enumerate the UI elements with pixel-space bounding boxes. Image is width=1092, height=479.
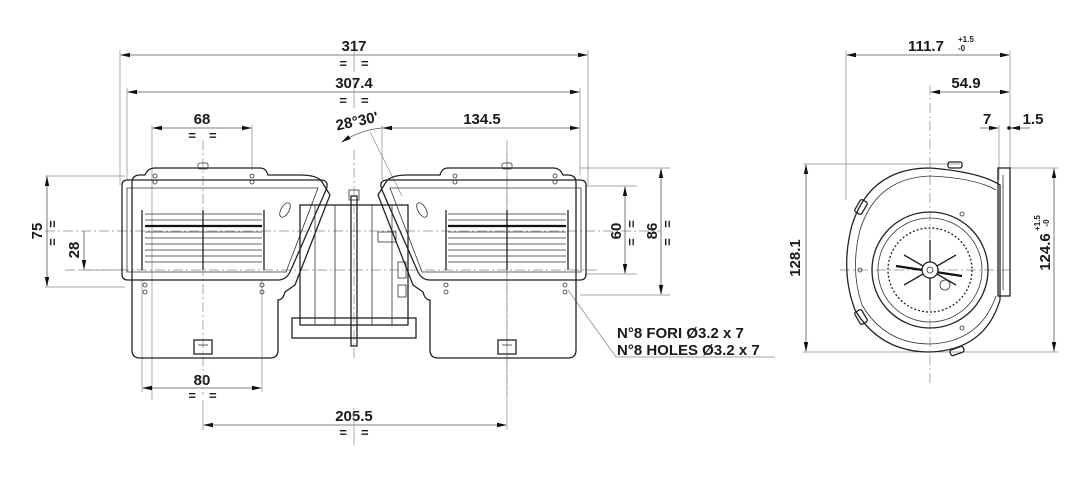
dim-flange: 7 1.5 bbox=[980, 111, 1043, 180]
dim-60-label: 60 bbox=[608, 223, 625, 240]
dim-angle: 28°30' bbox=[334, 109, 403, 197]
dim-28-label: 28 bbox=[66, 242, 83, 259]
dim-68-label: 68 bbox=[194, 111, 211, 128]
svg-text:=: = bbox=[45, 220, 60, 228]
svg-text:-0: -0 bbox=[1042, 219, 1051, 227]
svg-text:=: = bbox=[339, 425, 347, 440]
dim-75-label: 75 bbox=[29, 223, 46, 240]
right-fan-wheel bbox=[445, 210, 569, 270]
hole-note-it: N°8 FORI Ø3.2 x 7 bbox=[617, 325, 744, 342]
svg-text:=: = bbox=[361, 56, 369, 71]
svg-text:=: = bbox=[339, 56, 347, 71]
dim-80-label: 80 bbox=[194, 372, 211, 389]
dim-inlet-width: 68 = = bbox=[151, 111, 253, 400]
svg-text:=: = bbox=[209, 388, 217, 403]
dim-overall-width: 317 = = bbox=[119, 38, 589, 185]
dim-half-offset: 134.5 bbox=[381, 111, 580, 180]
right-fan-housing bbox=[377, 162, 587, 359]
dim-128-1-label: 128.1 bbox=[787, 239, 804, 277]
svg-text:=: = bbox=[361, 425, 369, 440]
dim-134-5-label: 134.5 bbox=[463, 111, 501, 128]
dim-124-6-label: 124.6 bbox=[1037, 233, 1054, 271]
dim-depth: 111.7 +1.5 -0 bbox=[845, 35, 1011, 200]
svg-text:+1.5: +1.5 bbox=[958, 35, 974, 44]
left-fan-wheel bbox=[141, 210, 265, 270]
dim-54-9-label: 54.9 bbox=[951, 75, 980, 92]
svg-text:+1.5: +1.5 bbox=[1033, 215, 1042, 231]
svg-text:=: = bbox=[188, 388, 196, 403]
svg-text:=: = bbox=[660, 238, 675, 246]
svg-text:=: = bbox=[188, 128, 196, 143]
blower-front-view bbox=[65, 140, 600, 395]
dim-outlet-heights: 60 = = 86 = = bbox=[580, 167, 675, 296]
dim-body-width: 307.4 = = bbox=[126, 75, 581, 180]
svg-text:=: = bbox=[209, 128, 217, 143]
dim-center-distance: 205.5 = = bbox=[202, 150, 508, 445]
dim-angle-label: 28°30' bbox=[334, 109, 380, 135]
motor bbox=[291, 189, 417, 347]
dim-outlet-height: 124.6 +1.5 -0 bbox=[960, 167, 1058, 353]
svg-text:=: = bbox=[660, 220, 675, 228]
svg-text:=: = bbox=[339, 93, 347, 108]
dim-86-label: 86 bbox=[644, 223, 661, 240]
dim-1-5-label: 1.5 bbox=[1023, 111, 1044, 128]
impeller-hub bbox=[895, 240, 963, 300]
dim-axis-offset: 54.9 bbox=[929, 75, 1010, 385]
svg-text:=: = bbox=[624, 220, 639, 228]
left-fan-housing bbox=[121, 162, 331, 359]
svg-text:-0: -0 bbox=[958, 44, 966, 53]
dim-7-label: 7 bbox=[983, 111, 991, 128]
blower-side-view bbox=[840, 161, 1011, 357]
dim-111-7-label: 111.7 bbox=[908, 38, 944, 55]
hole-note: N°8 FORI Ø3.2 x 7 N°8 HOLES Ø3.2 x 7 bbox=[567, 289, 775, 359]
dim-bottom-width: 80 = = bbox=[141, 280, 263, 403]
svg-text:=: = bbox=[361, 93, 369, 108]
dim-overall-height: 128.1 bbox=[787, 163, 960, 353]
dim-317-label: 317 bbox=[341, 38, 366, 55]
svg-text:=: = bbox=[624, 238, 639, 246]
svg-text:=: = bbox=[45, 238, 60, 246]
dim-307-4-label: 307.4 bbox=[335, 75, 373, 92]
hole-note-en: N°8 HOLES Ø3.2 x 7 bbox=[617, 342, 760, 359]
